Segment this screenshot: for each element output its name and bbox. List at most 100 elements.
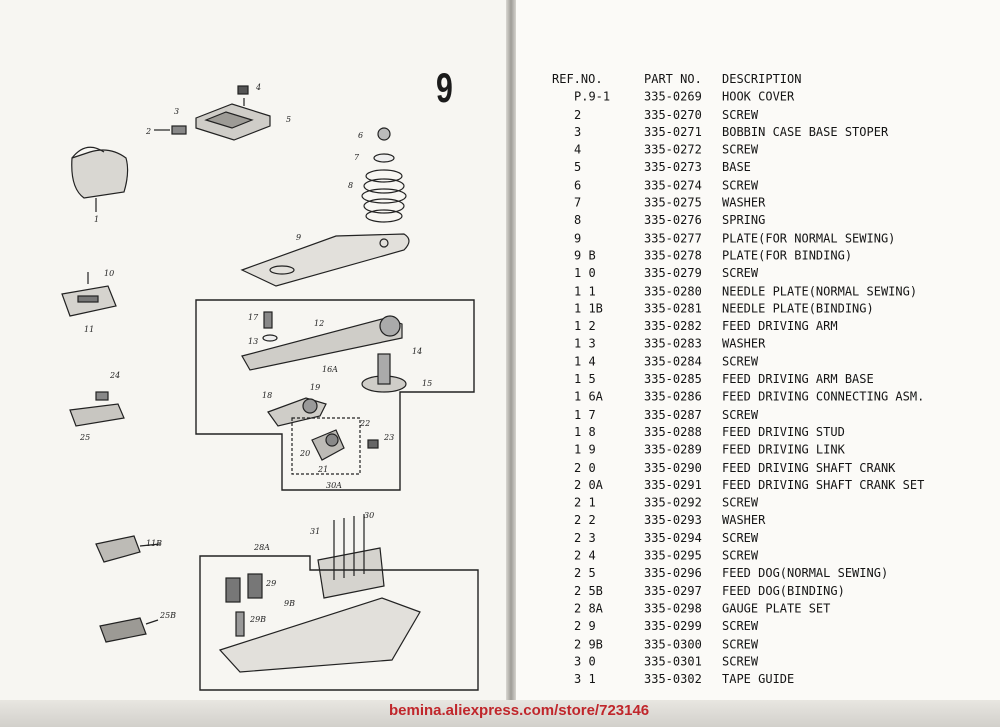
hook-cover-drawing [71,146,129,212]
callout-8: 8 [348,181,353,190]
row-ref: P.9-1 [574,89,611,104]
bottom-edge [0,700,1000,727]
callout-7: 7 [354,153,360,162]
row-description: SCREW [722,177,759,193]
row-part-number: 335-0293 [644,513,702,528]
row-part-number: 335-0275 [644,195,702,210]
row-part-number: 335-0297 [644,583,702,598]
row-indent [552,371,574,389]
row-indent [552,671,574,689]
row-indent [552,636,574,654]
row-description: WASHER [722,513,766,528]
row-description: BOBBIN CASE BASE STOPER [722,124,889,140]
row-indent [552,477,574,495]
callout-13: 13 [248,337,258,346]
row-part-number: 335-0294 [644,530,702,545]
store-watermark: bemina.aliexpress.com/store/723146 [389,702,650,719]
row-description: SCREW [722,354,759,369]
plate-drawing [240,233,410,287]
callout-6: 6 [358,131,363,140]
row-description: FEED DRIVING LINK [722,442,845,457]
row-ref: 5 [574,160,582,175]
row-part-number: 335-0281 [644,301,702,316]
row-description: FEED DRIVING STUD [722,424,845,440]
row-ref: 3 0 [574,654,596,669]
row-description: PLATE(FOR BINDING) [722,248,853,263]
callout-11B: 11B [146,539,162,548]
callout-9: 9 [296,233,301,242]
row-part-number: 335-0271 [644,124,702,140]
table-header-row: REF.NO. PART NO. DESCRIPTION [552,71,992,89]
row-indent [552,283,574,301]
row-description: BASE [722,160,751,175]
row-indent [552,89,574,107]
row-indent [552,106,574,124]
page-number: 9 [436,64,453,111]
row-ref: 2 4 [574,548,596,563]
stud-link-drawing [267,397,327,427]
callout-23: 23 [383,433,394,442]
row-description: FEED DRIVING SHAFT CRANK SET [722,477,925,493]
exploded-parts-diagram: 1 2 3 4 5 6 7 8 9 10 11 12 13 14 15 16A … [61,83,479,691]
row-ref: 1 6A [574,389,603,404]
row-description: NEEDLE PLATE(NORMAL SEWING) [722,283,918,298]
row-indent [552,547,574,565]
callout-10: 10 [104,269,114,278]
callout-30: 30 [364,511,374,520]
row-ref: 3 1 [574,671,596,687]
row-part-number: 335-0299 [644,618,702,634]
row-ref: 2 3 [574,530,596,545]
row-part-number: 335-0276 [644,213,702,228]
row-indent [552,389,574,407]
row-description: SCREW [722,142,759,157]
row-indent [552,353,574,371]
callout-12: 12 [314,319,324,328]
row-indent [552,265,574,283]
row-part-number: 335-0288 [644,424,702,440]
feed-dog-drawing [69,391,125,427]
row-part-number: 335-0269 [644,89,702,104]
row-ref: 9 [574,230,582,246]
row-part-number: 335-0279 [644,266,702,281]
row-description: FEED DRIVING ARM [722,318,838,334]
row-ref: 1 7 [574,407,596,422]
row-indent [552,300,574,318]
callout-18: 18 [262,391,272,400]
row-ref: 8 [574,213,582,228]
row-description: SCREW [722,107,759,122]
callout-31: 31 [310,527,320,536]
row-description: TAPE GUIDE [722,671,795,687]
row-indent [552,212,574,230]
row-indent [552,247,574,265]
row-part-number: 335-0295 [644,548,702,563]
callout-25: 25 [79,433,90,442]
row-indent [552,653,574,671]
callout-29B: 29B [249,615,266,624]
row-description: FEED DRIVING ARM BASE [722,371,874,387]
row-indent [552,142,574,160]
callout-29: 29 [265,579,276,588]
row-part-number: 335-0289 [644,442,702,457]
row-description: FEED DOG(NORMAL SEWING) [722,565,889,581]
row-ref: 2 9B [574,636,603,651]
